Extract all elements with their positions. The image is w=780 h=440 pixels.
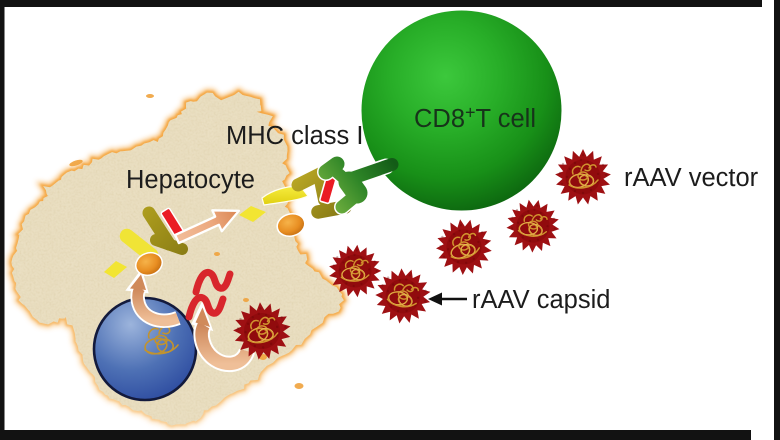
svg-text:Hepatocyte: Hepatocyte xyxy=(126,166,255,194)
svg-text:CD8+T cell: CD8+T cell xyxy=(414,103,536,134)
svg-text:MHC class I: MHC class I xyxy=(226,122,363,150)
svg-text:rAAV vector: rAAV vector xyxy=(624,164,759,192)
svg-text:rAAV capsid: rAAV capsid xyxy=(472,286,610,314)
